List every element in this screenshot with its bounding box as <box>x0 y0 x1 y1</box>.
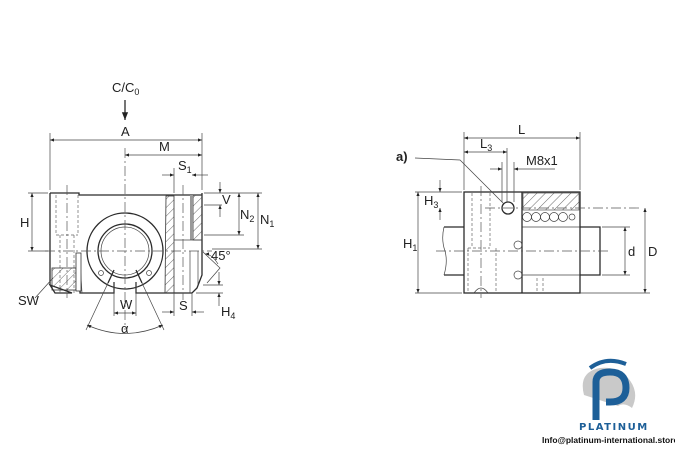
dim-H-label: H <box>20 215 29 230</box>
logo-p-icon <box>592 368 630 420</box>
sleeve-section <box>522 192 580 211</box>
brand-name: PLATINUM <box>579 422 649 433</box>
screw-icon <box>98 270 104 276</box>
platinum-logo: PLATINUM Info@platinum-international.sto… <box>542 358 675 445</box>
dim-SW-label: SW <box>18 293 40 308</box>
note-a-label: a) <box>396 149 408 164</box>
load-label: C/C0 <box>112 80 139 97</box>
front-view: C/C0 <box>18 80 274 336</box>
lube-hole <box>501 201 515 215</box>
dim-S-label: S <box>179 298 188 313</box>
screw-icon <box>146 270 152 276</box>
dim-L-label: L <box>518 122 525 137</box>
ball-row <box>522 212 576 222</box>
right-section <box>164 185 203 300</box>
dim-H4-label: H4 <box>221 304 235 321</box>
dim-S1-label: S1 <box>178 158 192 175</box>
dim-D-label: D <box>648 244 657 259</box>
thread-label: M8x1 <box>526 153 558 168</box>
set-screw <box>51 267 77 291</box>
screw-icon <box>513 240 523 250</box>
dim-N2-label: N2 <box>240 207 254 224</box>
dim-L3-label: L3 <box>480 136 492 153</box>
screw-icon <box>513 270 523 280</box>
dim-W-label: W <box>120 297 133 312</box>
contact-email[interactable]: Info@platinum-international.store <box>542 435 675 445</box>
dim-H1-label: H1 <box>403 236 417 253</box>
side-view: L L3 M8x1 a) H3 H1 d D <box>396 122 657 298</box>
dim-N1-label: N1 <box>260 212 274 229</box>
dim-V-label: V <box>222 192 231 207</box>
dim-M-label: M <box>159 139 170 154</box>
angle-alpha-label: α <box>121 321 129 336</box>
angle-45-label: 45° <box>211 248 231 263</box>
dim-d-label: d <box>628 244 635 259</box>
dim-A-label: A <box>121 124 130 139</box>
dim-H3-label: H3 <box>424 193 438 210</box>
